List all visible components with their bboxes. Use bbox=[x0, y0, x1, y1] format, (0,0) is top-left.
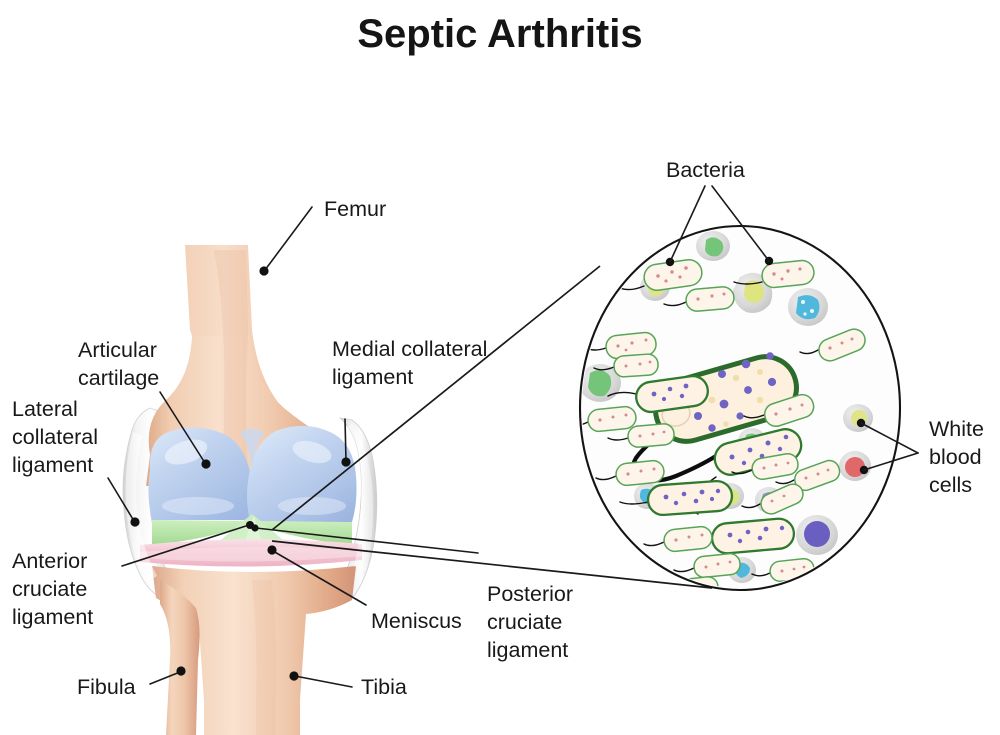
bacteria-leader-left bbox=[669, 185, 706, 263]
white-blood-cells-leader-lower bbox=[863, 452, 919, 471]
lateral-ligament-highlight bbox=[125, 432, 157, 582]
posterior-cruciate-ligament-leader-dot bbox=[251, 524, 259, 532]
tibia-leader-dot bbox=[289, 671, 299, 681]
medial-collateral-ligament-leader bbox=[344, 418, 347, 462]
label-anterior-cruciate-ligament-line1: Anterior bbox=[12, 549, 87, 573]
label-bacteria: Bacteria bbox=[666, 158, 745, 182]
white-blood-cell-labeled-lower bbox=[839, 451, 871, 481]
intercondylar-notch bbox=[240, 429, 264, 470]
label-anterior-cruciate-ligament-line3: ligament bbox=[12, 605, 93, 629]
lateral-collateral-ligament-leader bbox=[107, 477, 135, 522]
label-fibula: Fibula bbox=[77, 675, 136, 699]
bacterium-pale-granules bbox=[708, 369, 764, 427]
meniscus-leader bbox=[272, 550, 367, 606]
articular-cartilage-leader bbox=[159, 391, 206, 464]
bacterium-small bbox=[595, 459, 665, 487]
bacterium-small bbox=[775, 459, 841, 492]
label-lateral-collateral-ligament-line3: ligament bbox=[12, 453, 93, 477]
knee-leader-lines bbox=[107, 206, 479, 688]
white-blood-cell bbox=[788, 288, 828, 326]
bacterium-small bbox=[673, 552, 741, 579]
bacterium-small bbox=[741, 483, 804, 515]
articular-cartilage-leader-dot bbox=[201, 459, 211, 469]
labels-group: Femur Articular cartilage Lateral collat… bbox=[12, 158, 984, 699]
tibia bbox=[152, 566, 356, 735]
magnifier-line-lower bbox=[271, 540, 713, 589]
label-meniscus: Meniscus bbox=[371, 609, 462, 633]
inset-leader-lines bbox=[669, 185, 919, 471]
white-blood-cell bbox=[796, 515, 838, 555]
page-title: Septic Arthritis bbox=[357, 12, 642, 56]
femur-leader-dot bbox=[259, 266, 269, 276]
cartilage-highlight-left bbox=[164, 439, 208, 465]
tibia-shading bbox=[252, 580, 277, 735]
label-articular-cartilage-line1: Articular bbox=[78, 338, 157, 362]
bacterium-small bbox=[585, 331, 657, 360]
bacterium-small bbox=[582, 405, 637, 433]
label-tibia: Tibia bbox=[361, 675, 407, 699]
label-white-blood-cells-line2: blood bbox=[929, 445, 982, 469]
cartilage-highlight-right bbox=[292, 440, 332, 464]
bacterium-small bbox=[743, 393, 815, 428]
bacterium-small bbox=[731, 452, 799, 480]
bacterium-small bbox=[799, 328, 866, 362]
label-posterior-cruciate-ligament-line1: Posterior bbox=[487, 582, 573, 606]
label-white-blood-cells-line1: White bbox=[929, 417, 984, 441]
label-femur: Femur bbox=[324, 197, 386, 221]
bacterium-small bbox=[607, 423, 675, 448]
bacterium-small bbox=[643, 525, 713, 553]
medial-ligament-highlight bbox=[342, 424, 374, 572]
bacterium-medium bbox=[619, 479, 734, 517]
label-posterior-cruciate-ligament-line3: ligament bbox=[487, 638, 568, 662]
bacterium-medium bbox=[607, 374, 709, 414]
femur-leader bbox=[264, 206, 313, 271]
label-anterior-cruciate-ligament-line2: cruciate bbox=[12, 577, 87, 601]
white-blood-cells-leader-upper bbox=[860, 422, 919, 454]
label-posterior-cruciate-ligament-line2: cruciate bbox=[487, 610, 562, 634]
lateral-collateral-ligament-leader-dot bbox=[130, 517, 140, 527]
fibula-leader-dot bbox=[176, 666, 186, 676]
tibia-leader bbox=[294, 675, 353, 688]
white-blood-cell bbox=[582, 364, 621, 402]
bacterium-small bbox=[593, 353, 659, 378]
label-medial-collateral-ligament-line2: ligament bbox=[332, 365, 413, 389]
cartilage-highlight-lower-right bbox=[278, 497, 346, 515]
label-white-blood-cells-line3: cells bbox=[929, 473, 972, 497]
bacterium-granules bbox=[694, 352, 777, 432]
magnifier-line-upper bbox=[271, 265, 601, 531]
femur-shading bbox=[214, 250, 248, 470]
magnification-connector-lines bbox=[271, 265, 713, 589]
white-blood-cell bbox=[696, 231, 730, 261]
synovial-fluid-magnified-inset bbox=[578, 224, 902, 592]
label-lateral-collateral-ligament-line2: collateral bbox=[12, 425, 98, 449]
bacterium-small bbox=[663, 286, 735, 312]
fibula bbox=[160, 580, 200, 735]
articular-cartilage-medial-condyle bbox=[247, 425, 357, 522]
posterior-cruciate-ligament-leader bbox=[255, 527, 479, 554]
knee-joint-illustration bbox=[122, 245, 378, 735]
cartilage-highlight-lower-left bbox=[162, 497, 234, 515]
bacteria-leader-right bbox=[711, 185, 770, 262]
meniscus-leader-dot bbox=[267, 545, 277, 555]
label-lateral-collateral-ligament-line1: Lateral bbox=[12, 397, 78, 421]
bacterium-small bbox=[733, 259, 815, 289]
anterior-cruciate-ligament-leader bbox=[121, 524, 250, 567]
fibula-leader bbox=[149, 671, 181, 685]
white-blood-cell bbox=[733, 272, 773, 313]
medial-collateral-ligament-leader-dot bbox=[341, 457, 351, 467]
cruciate-ligament-region bbox=[152, 520, 352, 545]
label-articular-cartilage-line2: cartilage bbox=[78, 366, 159, 390]
label-medial-collateral-ligament-line1: Medial collateral bbox=[332, 337, 487, 361]
meniscus-highlight bbox=[140, 546, 362, 562]
bacteria-group bbox=[582, 259, 866, 588]
